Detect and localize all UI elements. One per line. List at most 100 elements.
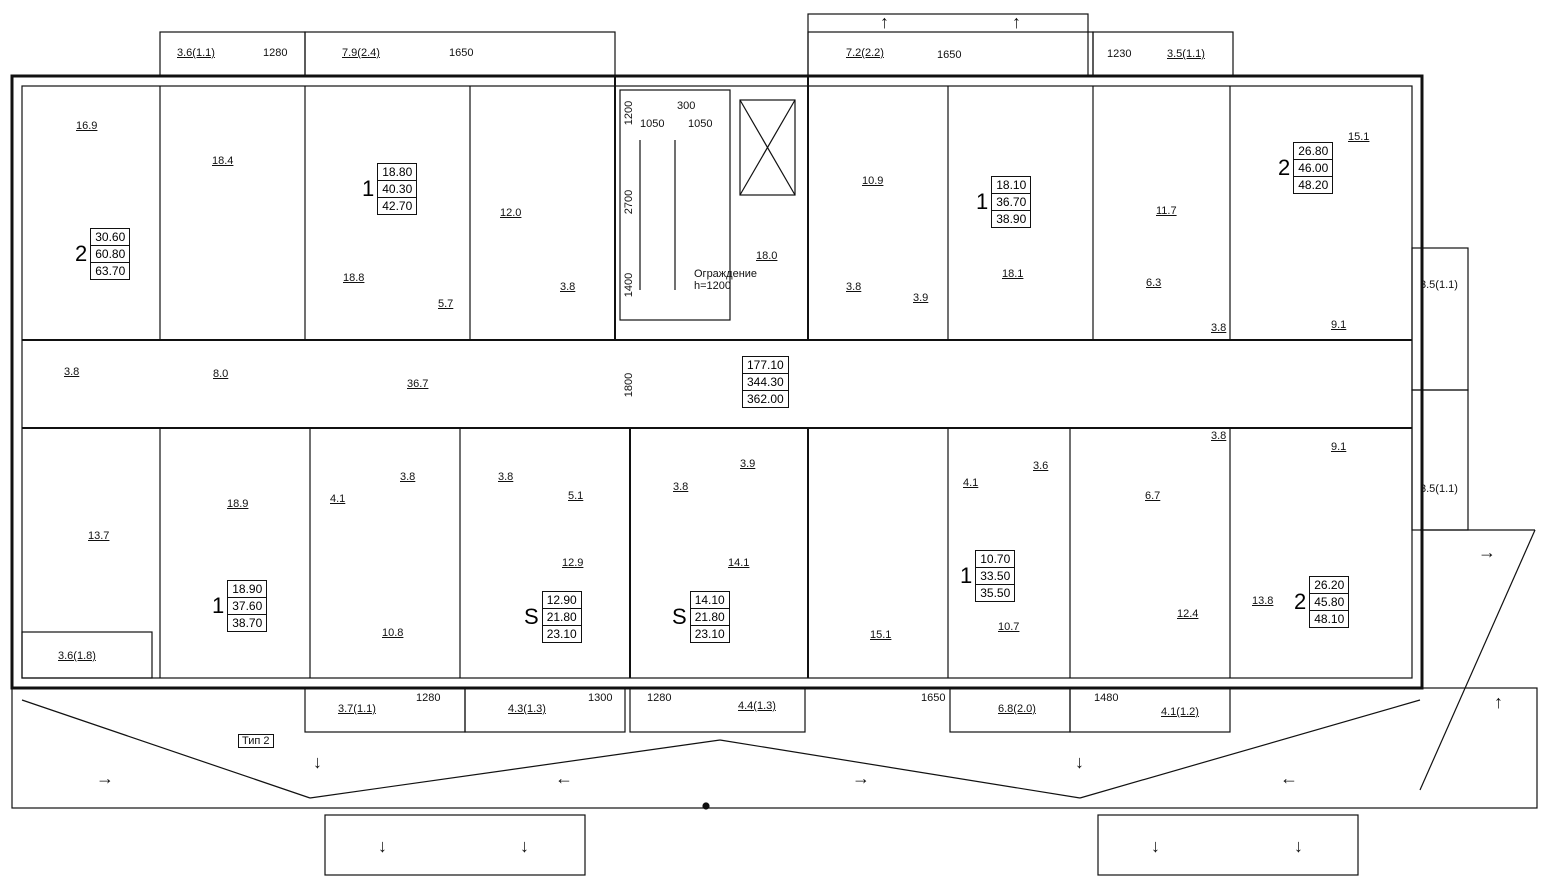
dimension: 1230 <box>1107 48 1132 60</box>
arrow-down-icon: ↓ <box>1075 752 1084 772</box>
arrow-left-icon: ← <box>555 768 573 788</box>
room-area: 9.1 <box>1331 319 1347 331</box>
room-area: 13.7 <box>88 530 110 542</box>
room-area: 10.8 <box>382 627 404 639</box>
room-area: 16.9 <box>76 120 98 132</box>
room-area: 3.8 <box>64 366 80 378</box>
room-area: 13.8 <box>1252 595 1274 607</box>
arrow-down-icon: ↓ <box>520 836 529 856</box>
room-area: 36.7 <box>407 378 429 390</box>
dimension: 1800 <box>623 372 636 398</box>
room-area: 14.1 <box>728 557 750 569</box>
room-area: 4.1 <box>963 477 979 489</box>
apartment-type: S <box>672 604 687 629</box>
right-balcony <box>1411 247 1469 391</box>
room-area: 3.8 <box>673 481 689 493</box>
apartment-type: 1 <box>976 189 989 214</box>
railing-height: h=1200 <box>694 280 732 292</box>
bottom-balcony <box>304 687 466 733</box>
right-balcony <box>1411 389 1469 531</box>
room-area: 15.1 <box>870 629 892 641</box>
type-label: Тип 2 <box>238 734 274 748</box>
room-area: 3.8 <box>560 281 576 293</box>
dimension: 1280 <box>263 47 288 59</box>
balcony-area: 3.5(1.1) <box>1167 48 1205 60</box>
room-area: 18.9 <box>227 498 249 510</box>
arrow-down-icon: ↓ <box>378 836 387 856</box>
room-area: 3.8 <box>1211 430 1227 442</box>
room-area: 3.8 <box>846 281 862 293</box>
balcony-area: 4.1(1.2) <box>1161 706 1199 718</box>
room-area: 18.1 <box>1002 268 1024 280</box>
top-elevator-shaft <box>807 13 1089 77</box>
top-balcony <box>304 31 616 77</box>
elevator <box>739 99 796 196</box>
arrow-right-icon: → <box>852 768 870 788</box>
dimension: 1650 <box>921 692 946 704</box>
room-area: 3.8 <box>498 471 514 483</box>
room-area: 5.1 <box>568 490 584 502</box>
balcony-area: 4.3(1.3) <box>508 703 546 715</box>
dimension: 1280 <box>647 692 672 704</box>
dimension: 1280 <box>416 692 441 704</box>
arrow-right-icon: → <box>96 768 114 788</box>
room-area: 10.7 <box>998 621 1020 633</box>
apartment-type: S <box>524 604 539 629</box>
railing-label: Ограждение <box>694 268 758 280</box>
dimension: 1050 <box>640 118 665 130</box>
dimension: 2700 <box>623 189 636 215</box>
dimension: 300 <box>677 100 696 112</box>
room-area: 10.9 <box>862 175 884 187</box>
arrow-right-icon: → <box>1478 542 1496 562</box>
dimension: 1300 <box>588 692 613 704</box>
top-balcony <box>1092 31 1234 77</box>
balcony-area: 3.6(1.1) <box>177 47 215 59</box>
apartment-type: 1 <box>960 563 973 588</box>
bottom-left-balcony <box>21 631 153 679</box>
dimension: 1050 <box>688 118 713 130</box>
balcony-area: 3.5(1.1) <box>1420 483 1458 495</box>
apartment-type: 2 <box>1278 155 1291 180</box>
room-area: 3.6 <box>1033 460 1049 472</box>
dimension: 1480 <box>1094 692 1119 704</box>
arrow-up-icon: ↑ <box>880 12 889 32</box>
apartment-type: 1 <box>362 176 375 201</box>
apartment-type: 2 <box>1294 589 1307 614</box>
room-area: 3.9 <box>913 292 929 304</box>
arrow-down-icon: ↓ <box>1294 836 1303 856</box>
dimension: 1650 <box>937 49 962 61</box>
balcony-area: 3.7(1.1) <box>338 703 376 715</box>
room-area: 9.1 <box>1331 441 1347 453</box>
dimension: 1200 <box>623 100 636 126</box>
room-area: 18.4 <box>212 155 234 167</box>
room-area: 3.8 <box>400 471 416 483</box>
room-area: 15.1 <box>1348 131 1370 143</box>
room-area: 18.8 <box>343 272 365 284</box>
arrow-up-icon: ↑ <box>1494 692 1503 712</box>
stair-well <box>619 89 731 321</box>
apartment-type: 2 <box>75 241 88 266</box>
roof-canopy <box>11 687 1538 809</box>
room-area: 3.8 <box>1211 322 1227 334</box>
room-area: 6.3 <box>1146 277 1162 289</box>
room-area: 12.0 <box>500 207 522 219</box>
room-area: 5.7 <box>438 298 454 310</box>
